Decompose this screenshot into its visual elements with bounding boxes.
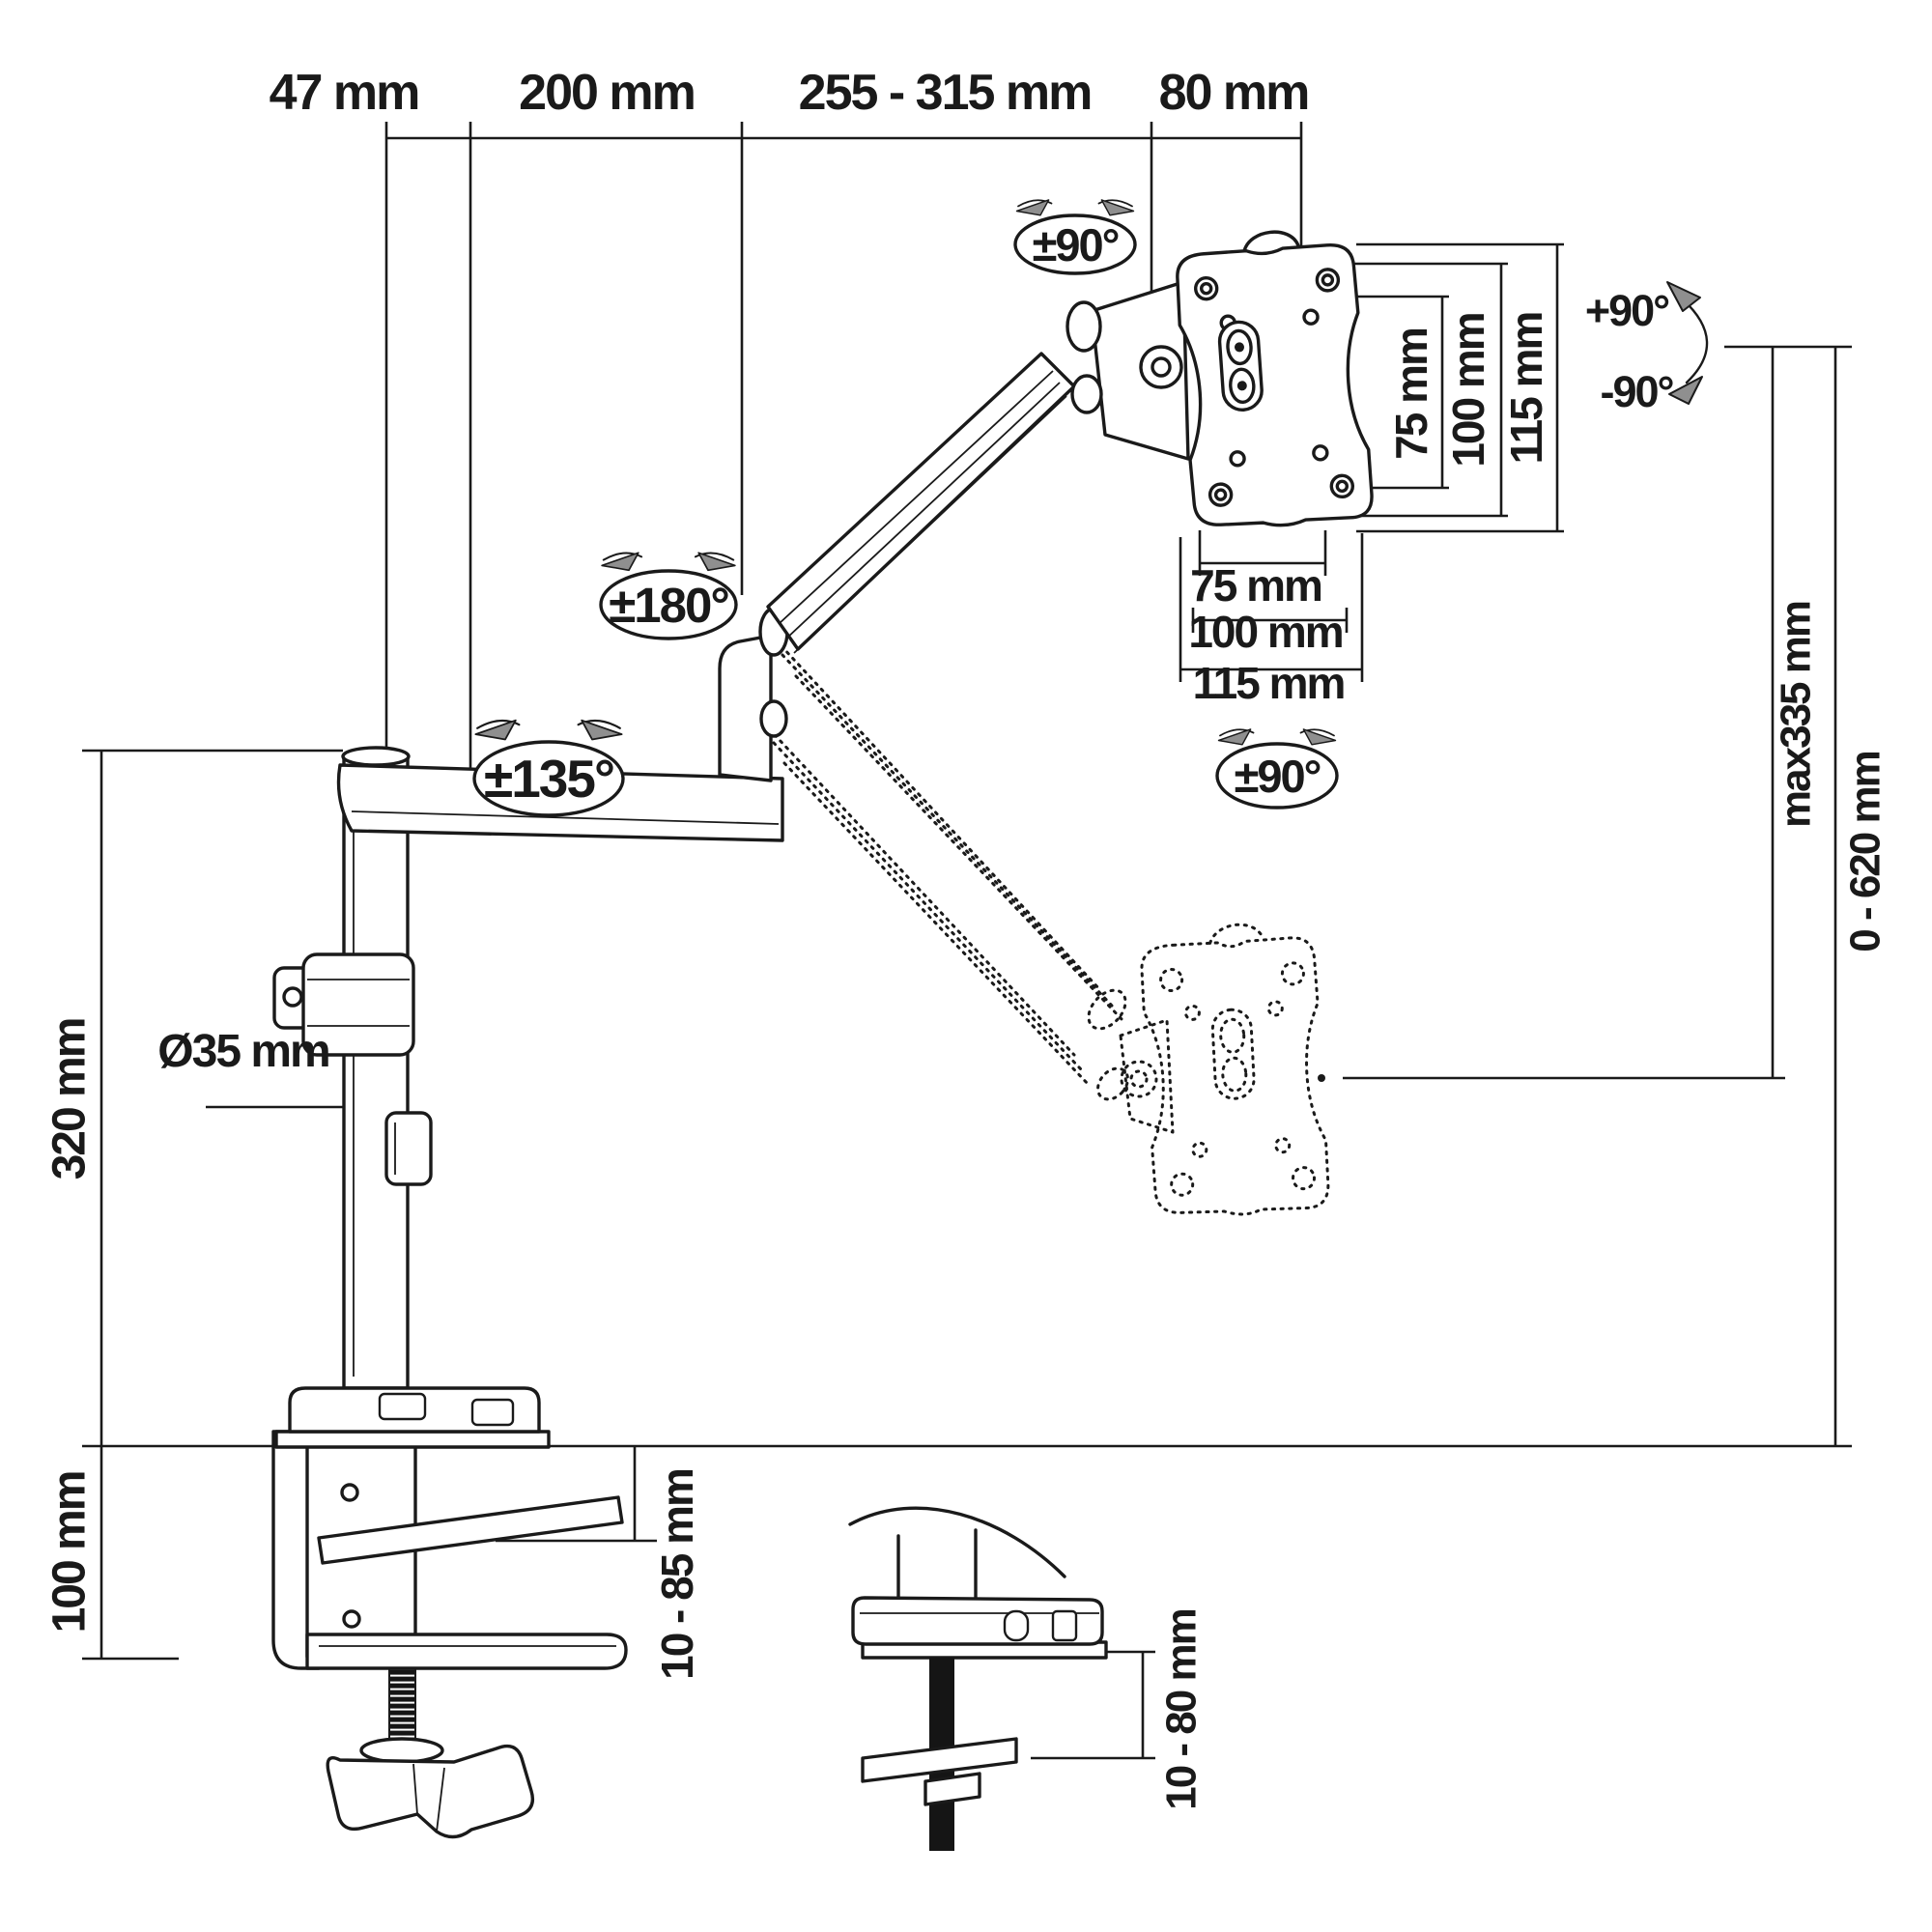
- labels: 47 mm 200 mm 255 - 315 mm 80 mm ±90° ±18…: [44, 65, 1889, 1810]
- clamp-depth-label-100mm: 100 mm: [44, 1472, 96, 1634]
- elbow-joint: [718, 607, 789, 782]
- cable-clip: [384, 1111, 433, 1186]
- desk-base: [274, 1386, 551, 1449]
- dotted-vesa-plate: [1140, 923, 1330, 1216]
- rotation-label-tilt-down: -90°: [1600, 367, 1673, 416]
- left-dimensions: [82, 749, 657, 1661]
- rotation-label-vesa-rotate: ±90°: [1235, 751, 1321, 802]
- vesa-horizontal-brackets: [1179, 530, 1364, 682]
- desk-clamp: [271, 1430, 628, 1839]
- head-swivel-badge: [1013, 199, 1137, 275]
- pole-diameter-label: Ø35 mm: [157, 1026, 328, 1077]
- height-dimensions: [1318, 345, 1852, 1446]
- dim-label-80mm: 80 mm: [1159, 65, 1309, 121]
- height-label-0-620: 0 - 620 mm: [1842, 752, 1889, 952]
- elbow-swivel-badge: [599, 552, 738, 640]
- tilt-joint: [1065, 280, 1190, 461]
- pole: [341, 746, 411, 1390]
- grommet-dimension-bracket: [1031, 1650, 1155, 1760]
- dim-label-200mm: 200 mm: [519, 65, 695, 121]
- vesa-vertical-label-115mm: 115 mm: [1501, 313, 1551, 465]
- rotation-label-tilt-up: +90°: [1585, 286, 1669, 335]
- height-label-max335: max335 mm: [1773, 602, 1820, 828]
- tilt-arc: [1666, 281, 1709, 405]
- grommet-range-label-10-80: 10 - 80 mm: [1158, 1609, 1206, 1809]
- grommet-mount-detail: [848, 1506, 1108, 1851]
- rotation-label-base-swivel: ±135°: [484, 749, 613, 809]
- vesa-plate: [1176, 230, 1374, 527]
- dotted-lowered-arm: [761, 632, 1330, 1216]
- vesa-vertical-label-100mm: 100 mm: [1443, 313, 1493, 467]
- vesa-horizontal-label-75mm: 75 mm: [1190, 560, 1321, 611]
- dim-label-47mm: 47 mm: [270, 65, 419, 121]
- upper-arm: [766, 352, 1076, 654]
- vesa-rotate-badge: [1215, 728, 1339, 810]
- vesa-horizontal-label-100mm: 100 mm: [1188, 607, 1342, 657]
- rotation-badges: [472, 199, 1709, 817]
- vesa-vertical-label-75mm: 75 mm: [1386, 328, 1436, 460]
- rotation-label-elbow-swivel: ±180°: [609, 578, 728, 633]
- pole-height-label-320mm: 320 mm: [44, 1019, 96, 1180]
- rotation-label-head-swivel: ±90°: [1033, 219, 1119, 270]
- vesa-horizontal-label-115mm: 115 mm: [1193, 658, 1345, 708]
- base-swivel-badge: [472, 719, 625, 817]
- clamp-range-label-10-85: 10 - 85 mm: [652, 1469, 702, 1680]
- monitor-arm-structure: [271, 230, 1374, 1851]
- dim-label-255-315mm: 255 - 315 mm: [799, 65, 1092, 121]
- pole-collar: [272, 952, 415, 1057]
